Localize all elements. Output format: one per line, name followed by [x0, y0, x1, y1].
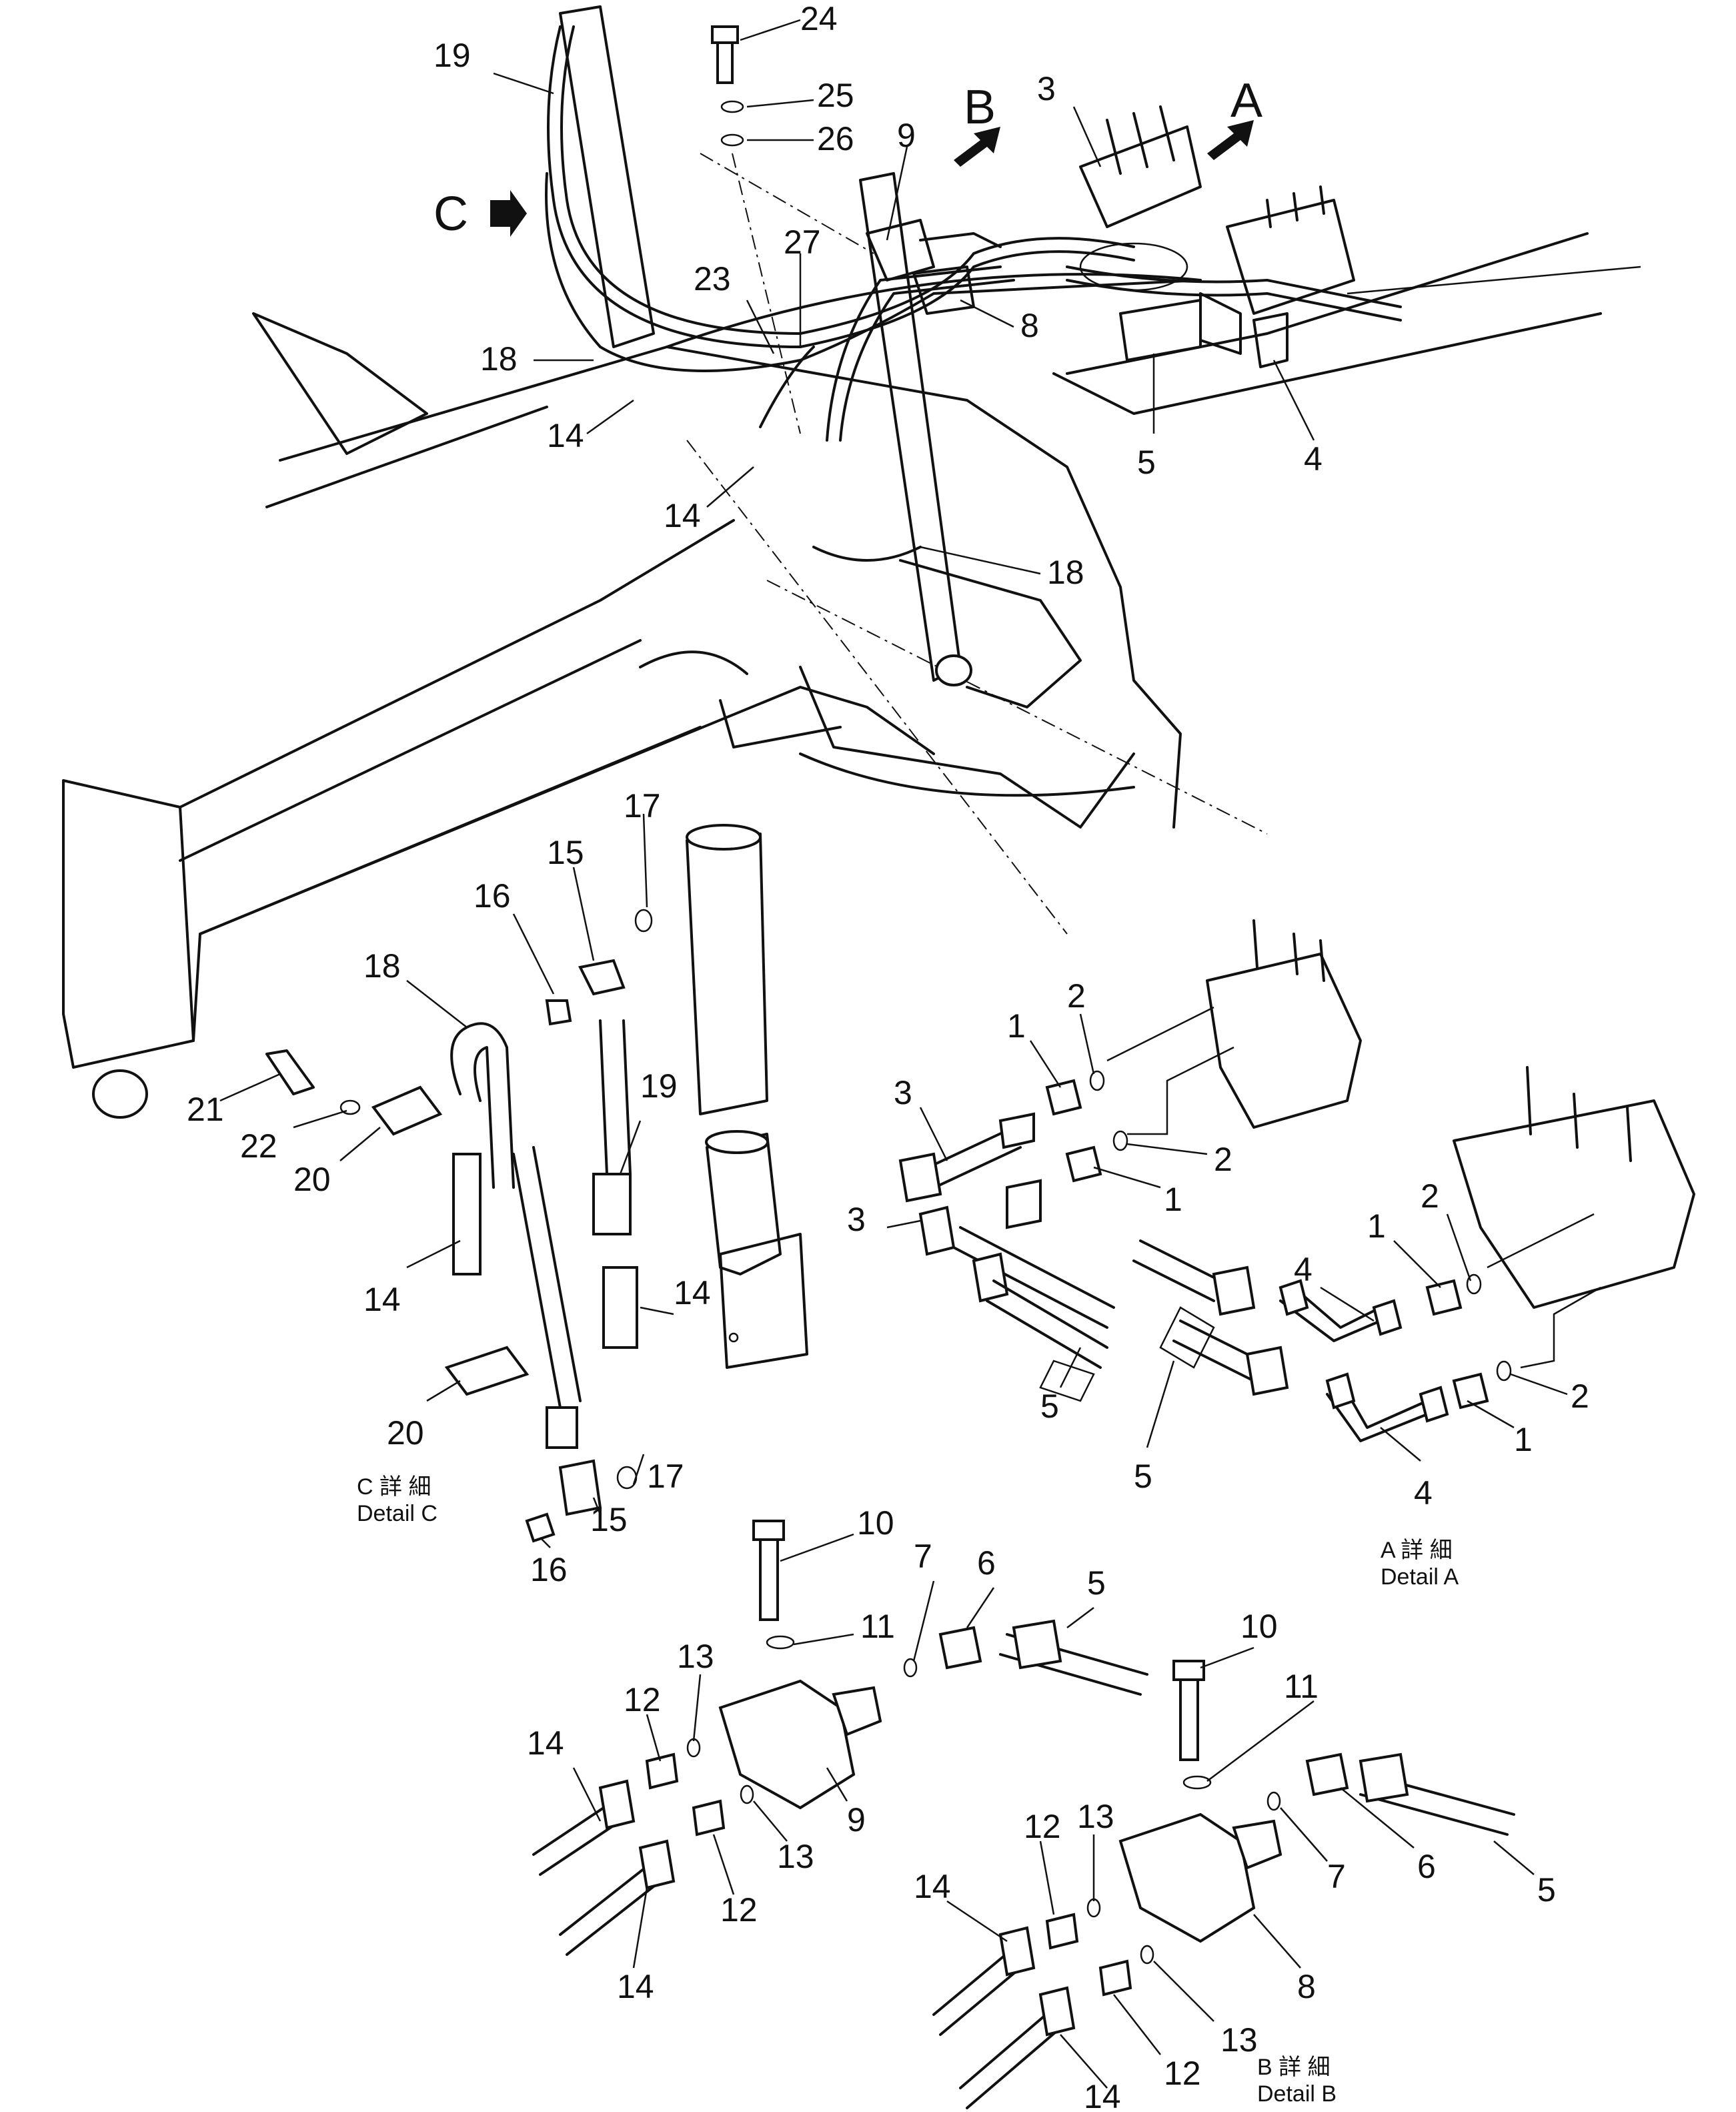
- callout: 25: [817, 77, 854, 114]
- detail-c-caption-en: Detail C: [357, 1501, 438, 1526]
- callout: 12: [720, 1891, 758, 1929]
- callout: 11: [860, 1608, 895, 1645]
- callout: 1: [1514, 1421, 1533, 1458]
- callout: 26: [817, 120, 854, 157]
- callout: 2: [1421, 1177, 1439, 1215]
- detail-a-view: 2 1 3 2 1 3 2 1 4 2 1 4 5 5 A 詳 細 Detail…: [847, 919, 1695, 1590]
- callout: 4: [1414, 1474, 1433, 1512]
- callout: 5: [1087, 1564, 1106, 1602]
- callout: 14: [527, 1724, 564, 1762]
- callout: 20: [387, 1414, 424, 1452]
- callout: 8: [1020, 307, 1039, 344]
- callout: 27: [784, 223, 821, 261]
- callout: 6: [1417, 1848, 1436, 1885]
- callout: 14: [363, 1281, 401, 1318]
- view-label-b: B: [964, 81, 996, 134]
- callout: 12: [1164, 2055, 1201, 2092]
- callout: 21: [187, 1091, 224, 1128]
- callout: 10: [1240, 1608, 1278, 1645]
- detail-a-caption-en: Detail A: [1381, 1564, 1459, 1590]
- callout: 18: [363, 947, 401, 985]
- detail-a-caption-jp: A 詳 細: [1381, 1538, 1453, 1563]
- callout: 13: [677, 1638, 714, 1675]
- callout: 18: [480, 340, 518, 378]
- callout: 14: [617, 1968, 654, 2005]
- callout: 3: [1037, 70, 1056, 107]
- detail-b-view: 10 7 6 5 11 13 12 14 9 13 12 14 10 11 7 …: [527, 1504, 1556, 2112]
- callout: 5: [1040, 1388, 1059, 1425]
- callout: 7: [914, 1538, 932, 1575]
- control-valve-stack-upper: [1079, 105, 1355, 368]
- detail-b-caption-jp: B 詳 細: [1257, 2055, 1331, 2080]
- callout: 16: [474, 877, 511, 915]
- callout: 4: [1294, 1251, 1313, 1288]
- callout: 5: [1537, 1871, 1556, 1909]
- callout: 17: [624, 787, 661, 825]
- callout: 1: [1007, 1007, 1026, 1045]
- arrow-a-icon: [1207, 120, 1254, 160]
- callout: 9: [847, 1801, 866, 1838]
- main-assembly-view: 19 24 25 26 9 3 23 27 18 14 14 8 5 4 18 …: [62, 0, 1641, 1119]
- callout: 22: [240, 1127, 277, 1165]
- view-label-c: C: [433, 187, 468, 241]
- hose-bundle: [545, 25, 1402, 442]
- callout: 16: [530, 1551, 568, 1588]
- callout: 12: [624, 1681, 661, 1718]
- callout: 5: [1134, 1458, 1152, 1495]
- callout: 14: [1084, 2078, 1121, 2112]
- detail-c-caption-jp: C 詳 細: [357, 1474, 431, 1500]
- callout: 7: [1327, 1858, 1346, 1895]
- callout: 3: [847, 1201, 866, 1238]
- callout: 8: [1297, 1968, 1316, 2005]
- callout: 1: [1164, 1181, 1182, 1218]
- callout: 14: [674, 1274, 711, 1311]
- callout: 15: [547, 834, 584, 871]
- main-leaders: [493, 19, 1641, 575]
- callout: 15: [590, 1501, 628, 1538]
- detail-b-caption-en: Detail B: [1257, 2081, 1337, 2107]
- callout: 9: [897, 117, 916, 154]
- arrow-c-icon: [490, 190, 527, 237]
- callout: 2: [1214, 1141, 1232, 1178]
- callout: 5: [1137, 444, 1156, 481]
- callout: 6: [977, 1544, 996, 1582]
- callout: 4: [1304, 440, 1323, 478]
- callout: 13: [1220, 2021, 1258, 2059]
- callout: 19: [433, 37, 471, 74]
- callout: 14: [664, 497, 701, 534]
- callout: 13: [1077, 1798, 1114, 1835]
- callout: 13: [777, 1838, 814, 1875]
- lift-cylinders: [559, 5, 972, 686]
- callout: 19: [640, 1067, 678, 1105]
- callout: 17: [647, 1458, 684, 1495]
- flow-valves: [866, 219, 1002, 315]
- callout: 14: [914, 1868, 951, 1905]
- callout: 2: [1067, 977, 1086, 1015]
- callout: 3: [894, 1074, 912, 1111]
- callout: 1: [1367, 1207, 1386, 1245]
- callout: 14: [547, 417, 584, 454]
- main-callouts: 19 24 25 26 9 3 23 27 18 14 14 8 5 4 18 …: [433, 0, 1323, 591]
- callout: 18: [1047, 554, 1084, 591]
- detail-c-view: 17 15 16 18 19 21 22 20 14 14 20 17 15 1…: [187, 787, 808, 1588]
- grader-frame: [62, 153, 1602, 1119]
- callout: 11: [1284, 1668, 1319, 1705]
- callout: 20: [293, 1161, 331, 1198]
- arrow-b-icon: [954, 127, 1000, 167]
- callout: 24: [800, 0, 838, 37]
- view-label-a: A: [1230, 74, 1262, 127]
- callout: 23: [694, 260, 731, 298]
- callout: 2: [1571, 1378, 1589, 1415]
- callout: 10: [857, 1504, 894, 1542]
- view-arrows: [490, 120, 1254, 237]
- callout: 12: [1024, 1808, 1061, 1845]
- bolt-and-washers: [711, 25, 801, 434]
